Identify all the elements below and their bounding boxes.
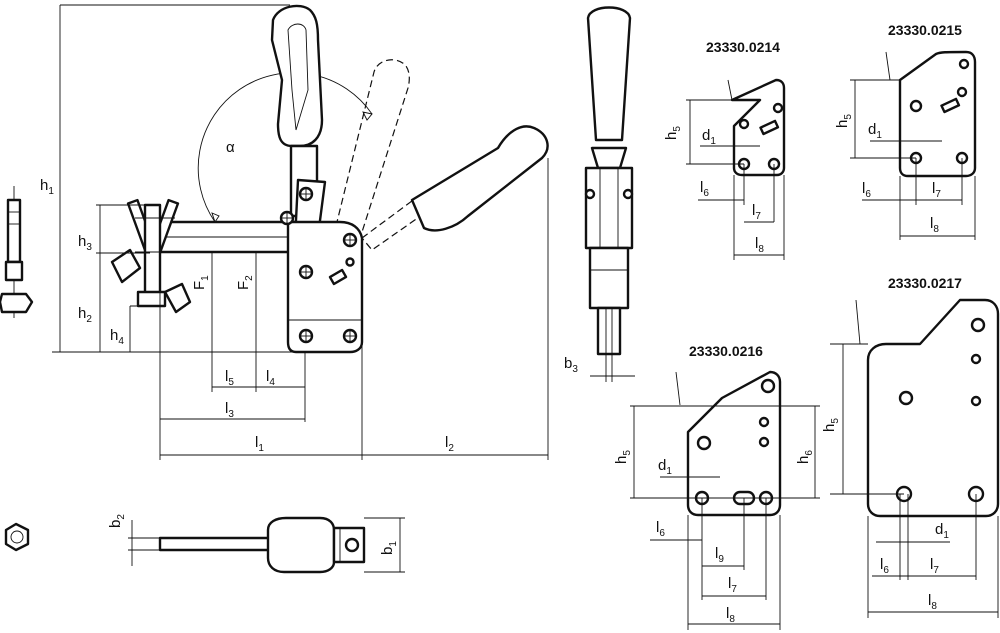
variant-0217-title: 23330.0217 [888, 275, 962, 291]
label-l4: l4 [266, 368, 275, 388]
label-l5: l5 [225, 368, 234, 388]
variant-0214-title: 23330.0214 [706, 39, 780, 55]
label-l8-0215: l8 [930, 215, 939, 235]
label-h5-0217: h5 [821, 418, 841, 432]
variant-0216: 23330.0216 h5 h6 d1 l6 l9 l7 l8 [613, 343, 820, 630]
label-F1: F1 [191, 275, 211, 290]
label-h2: h2 [78, 305, 92, 325]
hex-nut-icon [4, 522, 30, 552]
label-h3: h3 [78, 233, 92, 253]
label-F2: F2 [235, 275, 255, 290]
pivot-pin-icon [279, 186, 358, 344]
variant-0217: 23330.0217 h5 d1 l6 l7 l8 [821, 275, 1000, 618]
label-l3: l3 [225, 400, 234, 420]
variant-0215-title: 23330.0215 [888, 22, 962, 38]
handle-open-position-dashed [335, 59, 410, 233]
label-b3: b3 [564, 355, 578, 375]
label-d1-0214: d1 [702, 127, 716, 147]
label-l7-0214: l7 [752, 202, 761, 222]
top-view: b2 b1 [107, 514, 405, 574]
label-h5-0214: h5 [663, 126, 683, 140]
label-alpha: α [226, 139, 235, 156]
variant-0214: 23330.0214 h5 d1 l6 l7 l8 [663, 39, 786, 260]
label-l8-0217: l8 [928, 592, 937, 612]
label-l6-0215: l6 [862, 180, 871, 200]
variant-0215: 23330.0215 h5 d1 l6 l7 l8 [834, 22, 977, 240]
label-h5-0215: h5 [834, 114, 854, 128]
label-l9-0216: l9 [715, 545, 724, 565]
label-h1: h1 [40, 177, 54, 197]
handle-open-position [410, 125, 549, 232]
variant-0216-title: 23330.0216 [689, 343, 763, 359]
label-l6-0217: l6 [880, 556, 889, 576]
pressure-spindle [110, 198, 192, 314]
main-side-view: h1 h3 h2 h4 α F1 F2 l5 l4 l3 l1 l2 [40, 4, 549, 460]
label-h4: h4 [110, 327, 124, 347]
label-h6-0216: h6 [795, 450, 815, 464]
label-b2: b2 [107, 514, 127, 528]
label-b1: b1 [379, 541, 399, 555]
label-l2: l2 [445, 434, 454, 454]
spindle-detail [0, 186, 34, 318]
label-l6-0216: l6 [656, 519, 665, 539]
handle-closed-position [270, 4, 324, 148]
label-h5-0216: h5 [613, 450, 633, 464]
label-l8-0216: l8 [726, 605, 735, 625]
label-d1-0216: d1 [658, 457, 672, 477]
label-l7-0215: l7 [932, 180, 941, 200]
label-d1-0217: d1 [935, 521, 949, 541]
front-view: b3 [564, 6, 635, 382]
base-body [286, 220, 364, 354]
label-d1-0215: d1 [868, 121, 882, 141]
label-l6-0214: l6 [700, 179, 709, 199]
label-l1: l1 [255, 434, 264, 454]
label-l8-0214: l8 [755, 235, 764, 255]
label-l7-0217: l7 [930, 556, 939, 576]
label-l7-0216: l7 [728, 575, 737, 595]
